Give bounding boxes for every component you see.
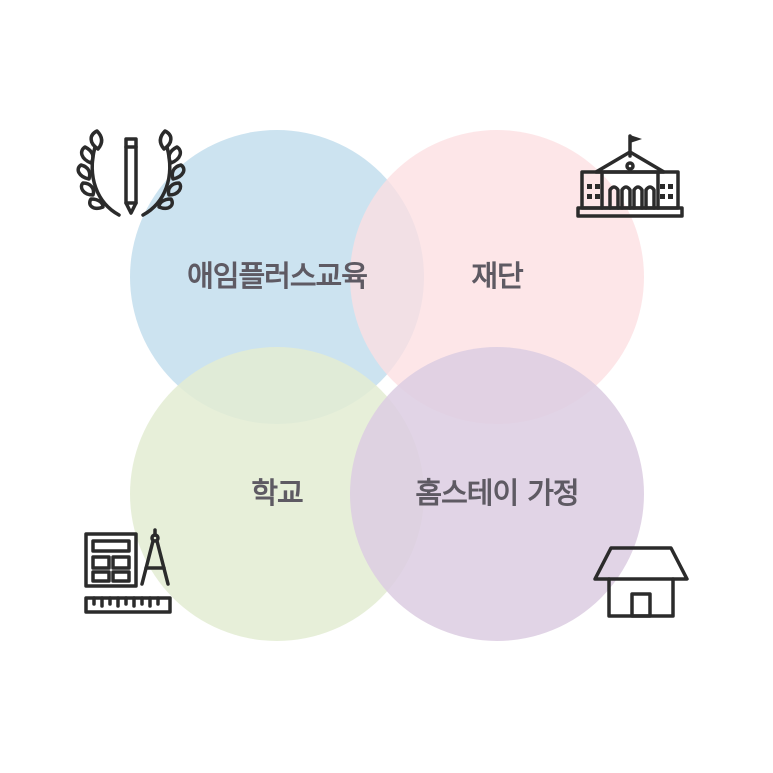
- house-icon: [593, 546, 689, 618]
- label-foundation: 재단: [471, 259, 524, 293]
- calculator-compass-ruler-icon: [84, 528, 172, 614]
- circle-homestay: [350, 347, 644, 641]
- label-education: 애임플러스교육: [187, 259, 367, 293]
- label-homestay: 홈스테이 가정: [415, 476, 578, 510]
- circle-education: [130, 130, 424, 424]
- circle-foundation: [350, 130, 644, 424]
- school-building-icon: [576, 134, 684, 218]
- label-school: 학교: [251, 476, 303, 510]
- laurel-pencil-icon: [76, 129, 186, 217]
- circle-school: [130, 347, 424, 641]
